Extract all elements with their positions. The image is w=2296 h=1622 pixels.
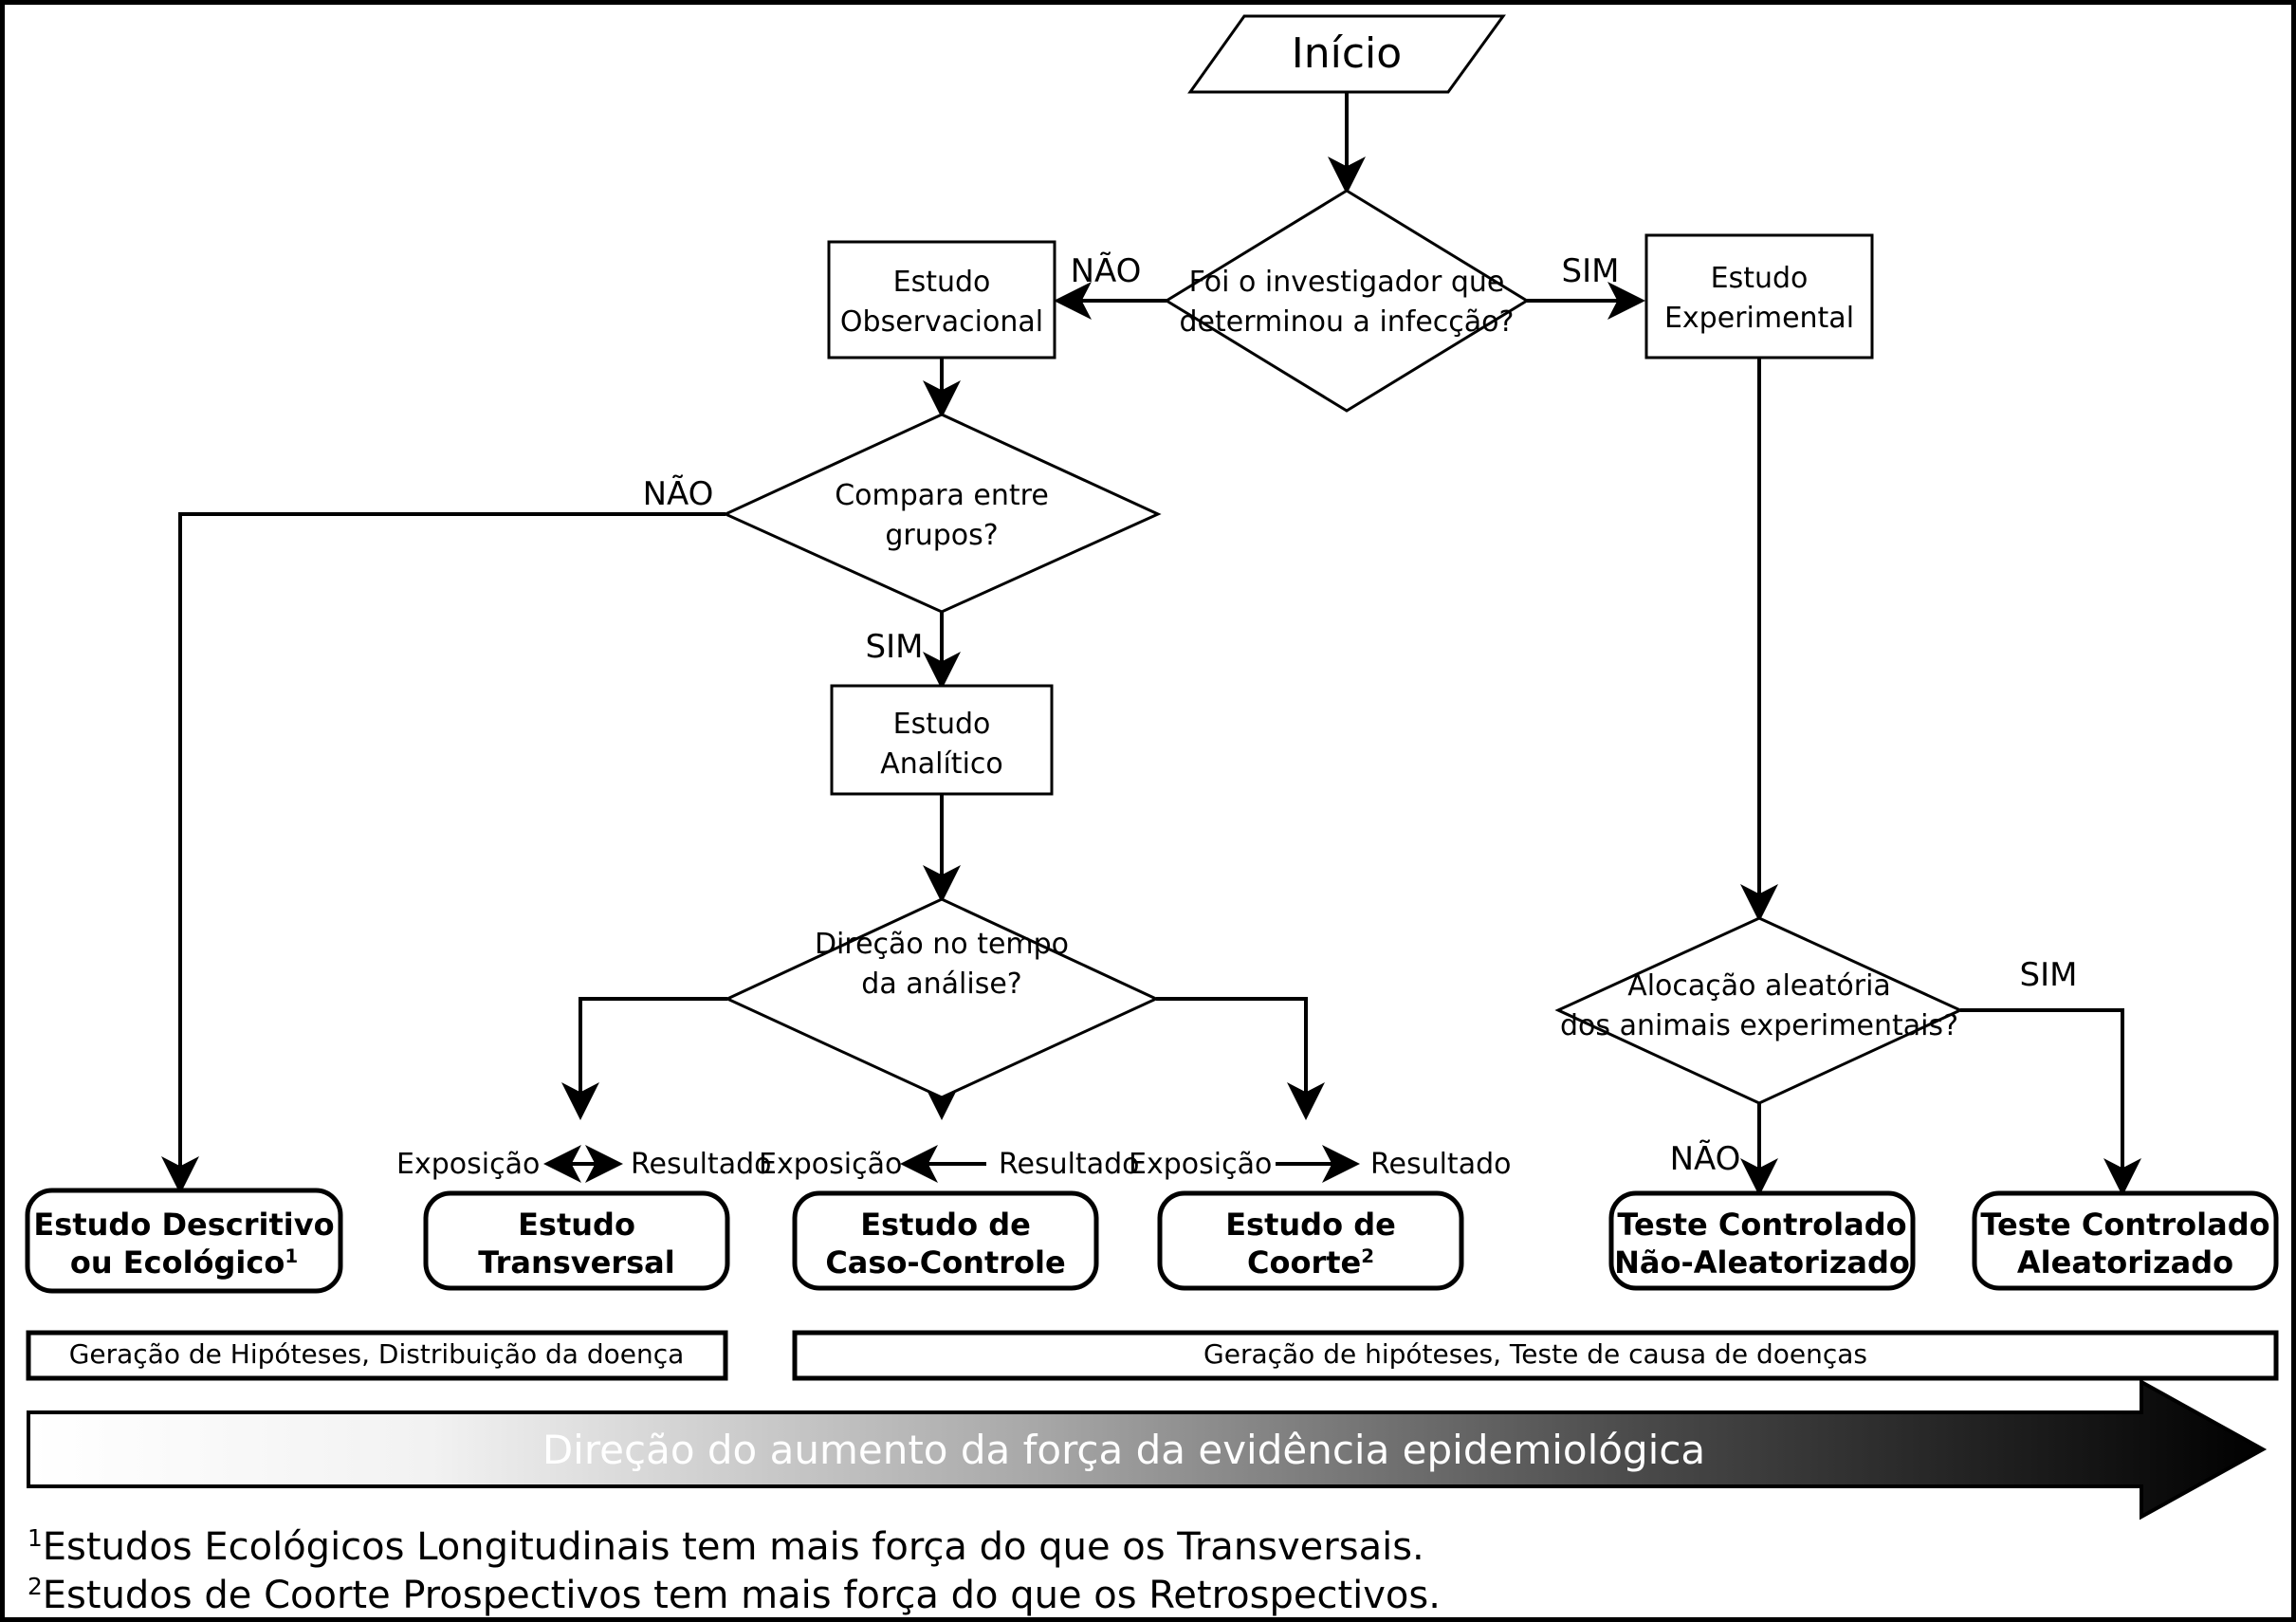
time-relation-2-right: Resultado <box>999 1148 1139 1181</box>
outcome-3-line2: Caso-Controle <box>825 1244 1065 1281</box>
evidence-strength-arrow: Direção do aumento da força da evidência… <box>27 1378 2268 1521</box>
outcome-teste-aleatorizado[interactable]: Teste Controlado Aleatorizado <box>1972 1190 2279 1291</box>
footnote-2: 2Estudos de Coorte Prospectivos tem mais… <box>28 1573 1441 1618</box>
decision-1-diamond <box>1164 189 1530 413</box>
start-parallelogram <box>1187 14 1506 94</box>
outcome-6-line1: Teste Controlado <box>1980 1207 2269 1243</box>
decision-4-diamond <box>1554 916 1964 1105</box>
decision-investigador[interactable]: Foi o investigador que determinou a infe… <box>1164 189 1530 413</box>
connector-d3-left <box>561 997 727 1120</box>
footnote-1-marker: 1 <box>28 1524 43 1552</box>
outcome-2-line1: Estudo <box>518 1207 635 1243</box>
node-start[interactable]: Início <box>1187 14 1506 94</box>
outcome-5-line2: Não-Aleatorizado <box>1614 1244 1910 1281</box>
edge-label-d1-yes: SIM <box>1562 252 1620 290</box>
edge-label-d4-no: NÃO <box>1670 1140 1741 1178</box>
time-relation-1-right: Resultado <box>631 1148 771 1181</box>
outcome-estudo-descritivo[interactable]: Estudo Descritivo ou Ecológico1 <box>25 1188 343 1294</box>
connector-d4-yes <box>1960 1008 2141 1196</box>
outcome-2-line2: Transversal <box>478 1244 674 1281</box>
time-relation-3-left: Exposição <box>1129 1148 1272 1181</box>
outcome-2-rect <box>423 1190 730 1291</box>
outcome-4-line1: Estudo de <box>1225 1207 1396 1243</box>
outcome-5-rect <box>1608 1190 1916 1291</box>
decision-4-line2: dos animais experimentais? <box>1560 1009 1958 1042</box>
decision-alocacao-aleatoria[interactable]: Alocação aleatória dos animais experimen… <box>1554 916 1964 1105</box>
edge-label-d1-no: NÃO <box>1071 252 1142 290</box>
decision-3-line1: Direção no tempo <box>815 928 1069 961</box>
outcome-1-line1: Estudo Descritivo <box>33 1207 334 1243</box>
decision-3-line2: da análise? <box>861 968 1021 1001</box>
decision-direcao-tempo[interactable]: Direção no tempo da análise? <box>724 897 1160 1099</box>
gradient-arrow-label: Direção do aumento da força da evidência… <box>542 1427 1705 1473</box>
summary-bar-1-rect <box>26 1330 728 1381</box>
process-1-line1: Estudo <box>893 266 991 299</box>
footnote-2-text-group: 2Estudos de Coorte Prospectivos tem mais… <box>28 1573 1441 1618</box>
footnote-1: 1Estudos Ecológicos Longitudinais tem ma… <box>28 1524 1424 1570</box>
time-relation-3: Exposição Resultado <box>1129 1145 1511 1183</box>
decision-compara-grupos[interactable]: Compara entre grupos? <box>722 413 1162 614</box>
decision-2-diamond <box>722 413 1162 614</box>
outcome-4-line2-group: Coorte2 <box>1247 1244 1374 1281</box>
time-relation-3-right: Resultado <box>1370 1148 1511 1181</box>
decision-2-line2: grupos? <box>885 519 998 552</box>
process-3-line1: Estudo <box>893 708 991 741</box>
time-relation-2-left: Exposição <box>759 1148 902 1181</box>
decision-2-line1: Compara entre <box>835 479 1049 512</box>
connector-d3-right <box>1156 997 1325 1120</box>
process-3-rect <box>830 684 1054 796</box>
footnote-1-text-group: 1Estudos Ecológicos Longitudinais tem ma… <box>28 1524 1424 1570</box>
process-1-rect <box>827 240 1056 359</box>
summary-bar-descritivo: Geração de Hipóteses, Distribuição da do… <box>26 1330 728 1381</box>
start-label: Início <box>1292 29 1402 78</box>
time-relation-1: Exposição Resultado <box>396 1145 771 1183</box>
outcome-4-rect <box>1157 1190 1464 1291</box>
outcome-estudo-caso-controle[interactable]: Estudo de Caso-Controle <box>792 1190 1099 1291</box>
footnote-2-marker: 2 <box>28 1573 43 1600</box>
edge-label-d2-no: NÃO <box>643 475 714 513</box>
gradient-arrow-shape <box>27 1378 2268 1521</box>
outcome-1-line2: ou Ecológico <box>70 1244 285 1281</box>
decision-3-diamond <box>724 897 1160 1099</box>
outcome-teste-nao-aleatorizado[interactable]: Teste Controlado Não-Aleatorizado <box>1608 1190 1916 1291</box>
process-1-line2: Observacional <box>840 305 1043 339</box>
node-estudo-experimental[interactable]: Estudo Experimental <box>1644 233 1874 359</box>
process-2-line1: Estudo <box>1711 262 1809 295</box>
outcome-estudo-coorte[interactable]: Estudo de Coorte2 <box>1157 1190 1464 1291</box>
outcome-estudo-transversal[interactable]: Estudo Transversal <box>423 1190 730 1291</box>
outcome-1-sup: 1 <box>285 1245 298 1267</box>
outcome-3-line1: Estudo de <box>860 1207 1031 1243</box>
epidemiology-study-flowchart: Início Foi o investigador que determinou… <box>25 14 2279 1618</box>
decision-4-line1: Alocação aleatória <box>1627 969 1891 1003</box>
summary-bar-analitico: Geração de hipóteses, Teste de causa de … <box>792 1330 2279 1381</box>
edge-label-d2-yes: SIM <box>866 628 924 666</box>
node-estudo-analitico[interactable]: Estudo Analítico <box>830 684 1054 796</box>
outcome-6-line2: Aleatorizado <box>2017 1244 2233 1281</box>
decision-1-line1: Foi o investigador que <box>1189 266 1505 299</box>
outcome-4-sup: 2 <box>1361 1245 1374 1267</box>
outcome-1-rect <box>25 1188 343 1294</box>
connector-d2-no <box>161 512 726 1194</box>
outcome-1-line2-group: ou Ecológico1 <box>70 1244 298 1281</box>
outcome-5-line1: Teste Controlado <box>1617 1207 1906 1243</box>
node-estudo-observacional[interactable]: Estudo Observacional <box>827 240 1056 359</box>
process-2-line2: Experimental <box>1664 302 1854 335</box>
summary-bar-1-label: Geração de Hipóteses, Distribuição da do… <box>69 1338 685 1370</box>
time-relation-2: Exposição Resultado <box>759 1145 1139 1183</box>
summary-bar-2-rect <box>792 1330 2279 1381</box>
decision-1-line2: determinou a infecção? <box>1180 305 1515 339</box>
footnote-2-text: Estudos de Coorte Prospectivos tem mais … <box>43 1574 1441 1617</box>
outcome-6-rect <box>1972 1190 2279 1291</box>
outcome-3-rect <box>792 1190 1099 1291</box>
footnote-1-text: Estudos Ecológicos Longitudinais tem mai… <box>43 1525 1424 1569</box>
time-relation-1-left: Exposição <box>396 1148 540 1181</box>
process-2-rect <box>1644 233 1874 359</box>
process-3-line2: Analítico <box>880 747 1003 781</box>
outcome-4-line2: Coorte <box>1247 1244 1361 1281</box>
edge-label-d4-yes: SIM <box>2020 956 2078 994</box>
summary-bar-2-label: Geração de hipóteses, Teste de causa de … <box>1203 1338 1867 1370</box>
